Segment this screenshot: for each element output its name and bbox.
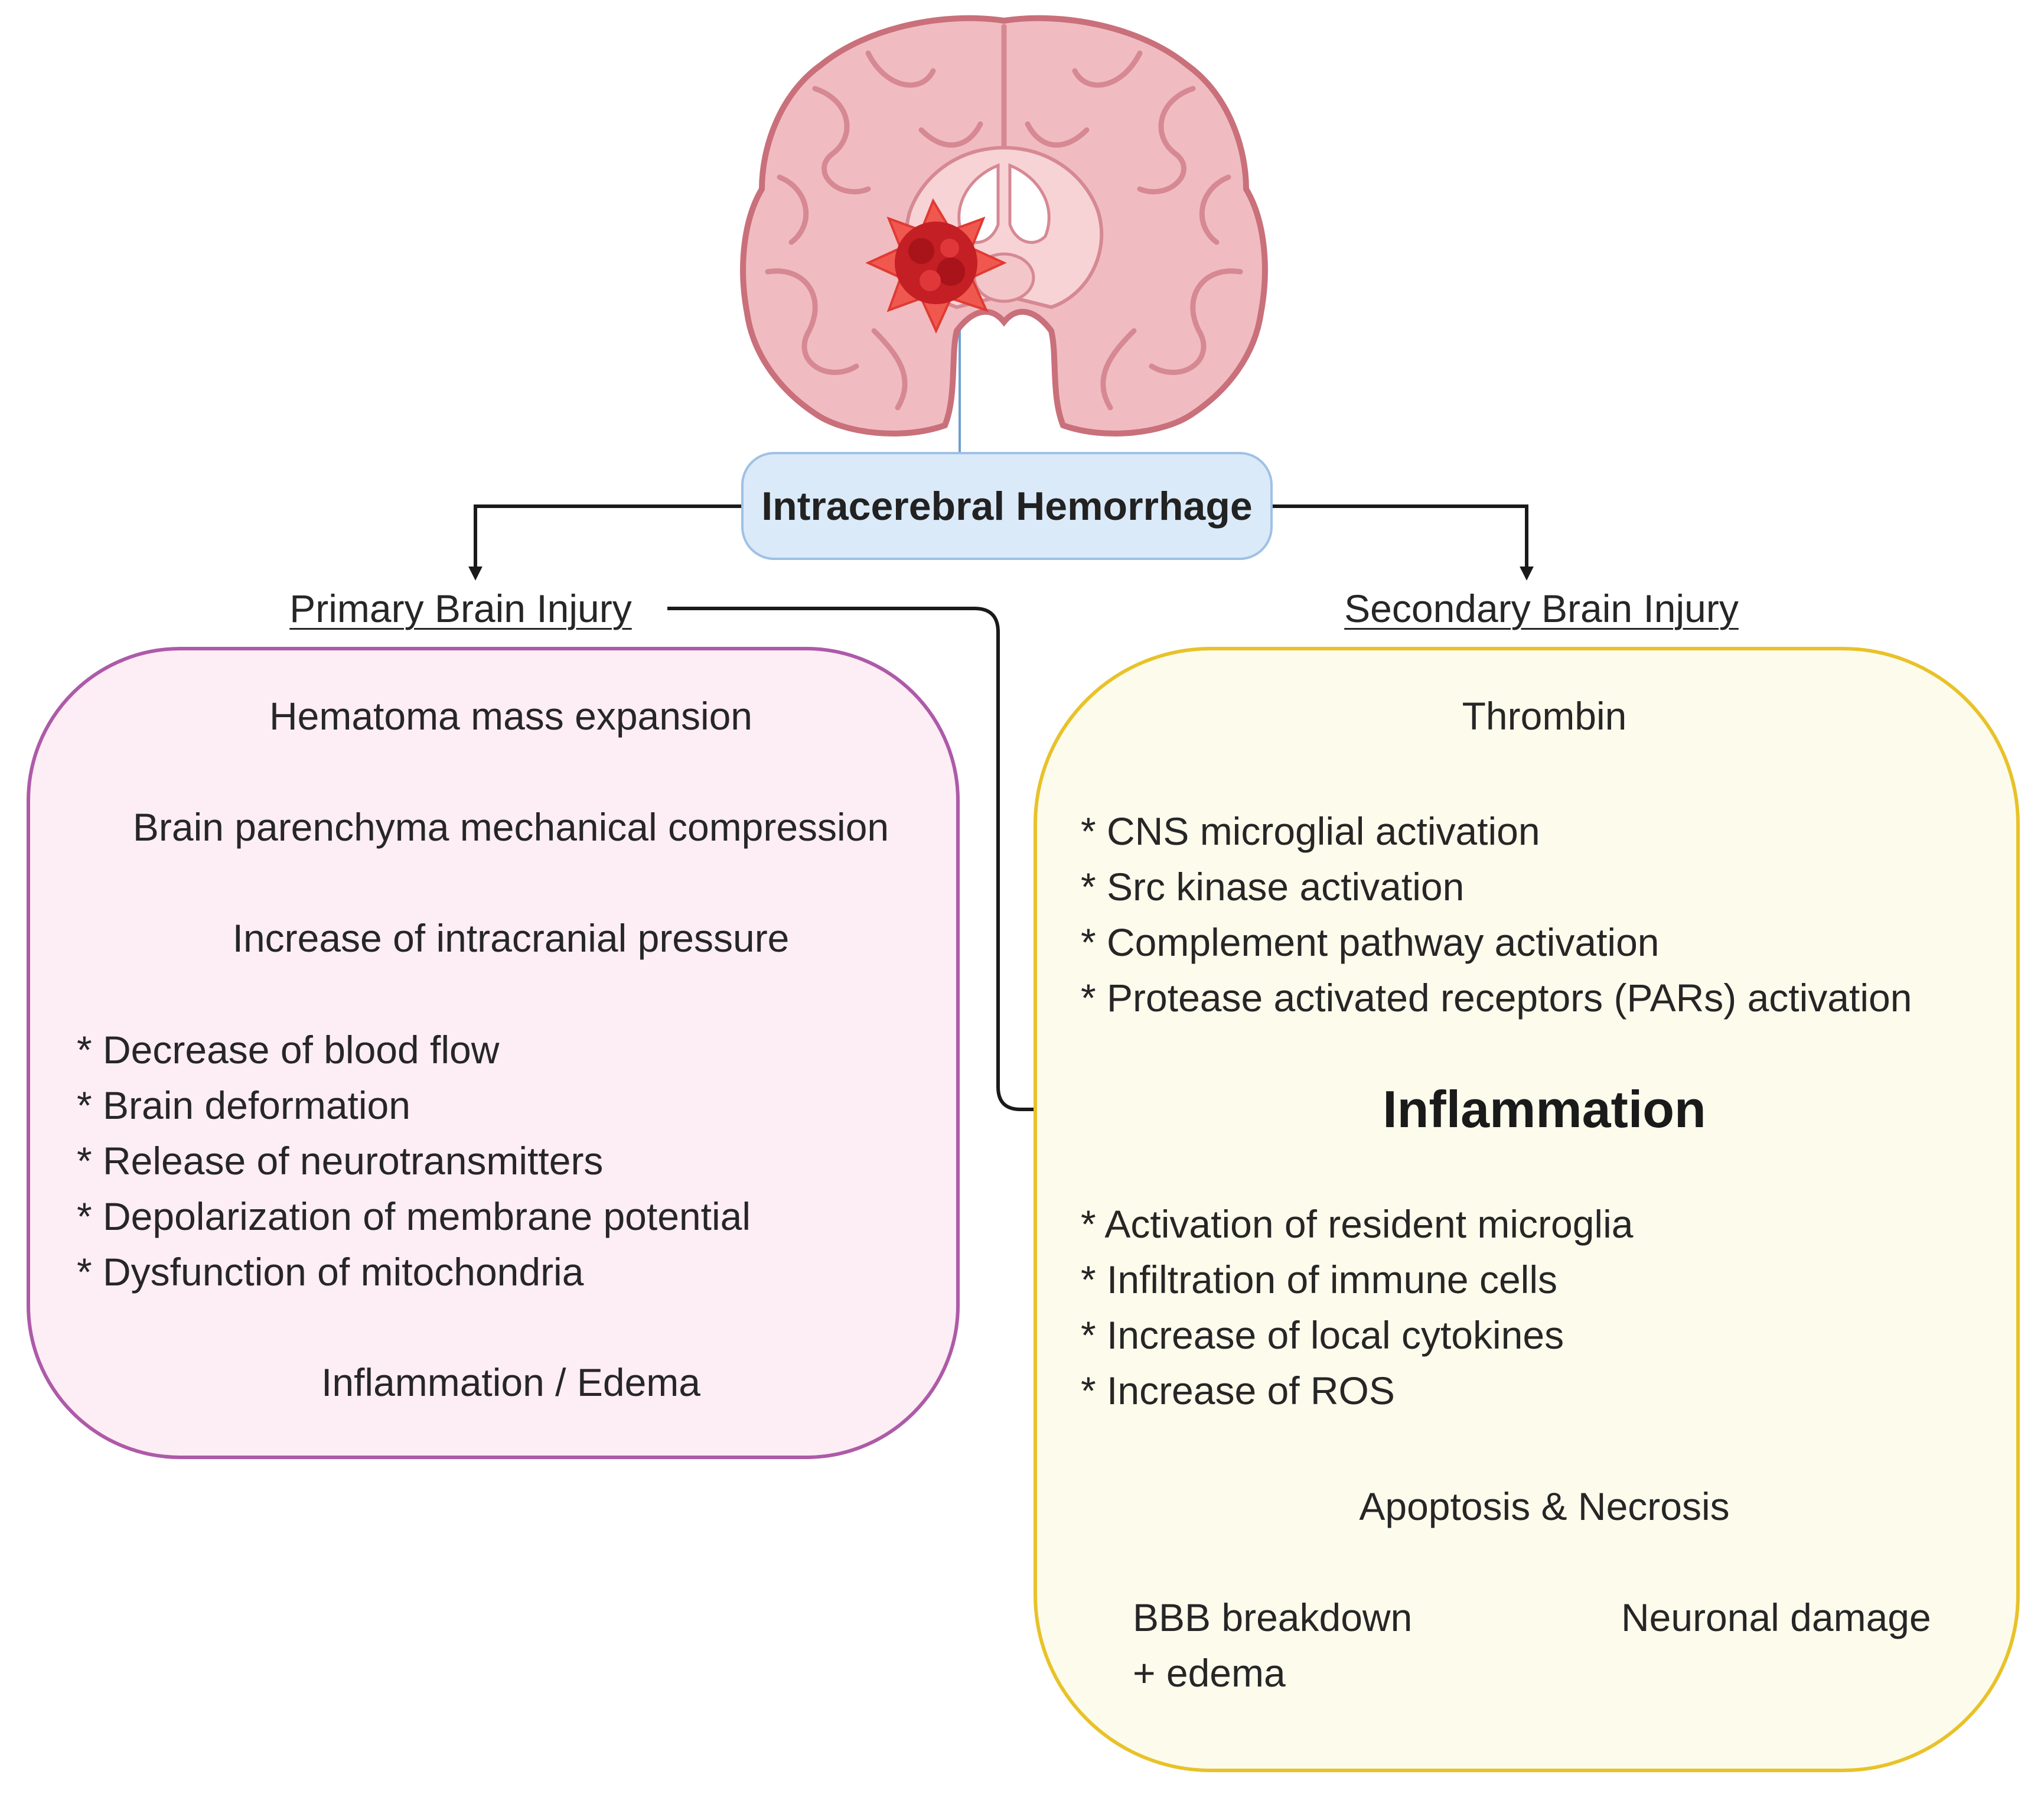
apoptosis-necrosis: Apoptosis & Necrosis <box>1359 1485 1730 1528</box>
secondary-activation: * Src kinase activation <box>1081 865 1465 909</box>
secondary-effect: * Increase of local cytokines <box>1081 1313 1564 1357</box>
bbb-edema: + edema <box>1133 1651 1286 1695</box>
brain-fold <box>871 328 908 411</box>
brain-ventricle <box>1008 163 1051 244</box>
connector-primary-to-inflammation <box>667 607 1356 1116</box>
primary-bullet: * Release of neurotransmitters <box>77 1139 604 1183</box>
secondary-activation: * Complement pathway activation <box>1081 920 1660 964</box>
primary-step-2: Brain parenchyma mechanical compression <box>132 805 889 849</box>
primary-bullet: * Depolarization of membrane potential <box>77 1194 751 1238</box>
brain-fold <box>1199 174 1231 245</box>
neuronal-damage: Neuronal damage <box>1621 1596 1931 1639</box>
brain-fold <box>1100 328 1137 411</box>
hemorrhage-clot <box>920 270 941 291</box>
connector-ich-to-secondary <box>1273 504 1534 581</box>
secondary-activation: * CNS microglial activation <box>1081 809 1540 853</box>
secondary-effect: * Increase of ROS <box>1081 1369 1395 1412</box>
connector-ich-to-primary <box>468 504 741 581</box>
primary-outcome: Inflammation / Edema <box>321 1360 700 1404</box>
brain-fold <box>918 121 983 148</box>
secondary-trigger: Thrombin <box>1462 694 1627 738</box>
brain-fold <box>812 86 871 195</box>
bbb-breakdown: BBB breakdown <box>1133 1596 1413 1639</box>
ich-box: Intracerebral Hemorrhage <box>741 452 1273 560</box>
hemorrhage-clot <box>940 239 959 258</box>
secondary-heading: Secondary Brain Injury <box>1344 587 1739 630</box>
primary-injury-box <box>27 647 960 1459</box>
secondary-effect: * Infiltration of immune cells <box>1081 1258 1557 1301</box>
brain-fold <box>1072 50 1143 88</box>
hemorrhage-clot <box>908 238 934 264</box>
brain-fold <box>1149 268 1243 375</box>
hemorrhage-clot <box>937 258 965 286</box>
primary-heading: Primary Brain Injury <box>289 587 632 630</box>
primary-step-1: Hematoma mass expansion <box>269 694 753 738</box>
inflammation-node: Inflammation <box>1383 1080 1706 1138</box>
secondary-effect: * Activation of resident microglia <box>1081 1202 1634 1246</box>
primary-bullet: * Dysfunction of mitochondria <box>77 1250 584 1294</box>
brain-fold <box>777 174 809 245</box>
hemorrhage-clot <box>895 222 977 304</box>
brain-fold <box>765 268 859 375</box>
secondary-activation: * Protease activated receptors (PARs) ac… <box>1081 976 1912 1020</box>
primary-bullet: * Decrease of blood flow <box>77 1028 500 1072</box>
primary-step-3: Increase of intracranial pressure <box>232 916 790 960</box>
brain-fold <box>1137 86 1196 195</box>
brain-fold <box>865 50 936 88</box>
brain-fold <box>1025 121 1090 148</box>
primary-bullet: * Brain deformation <box>77 1083 410 1127</box>
ich-title: Intracerebral Hemorrhage <box>761 483 1253 529</box>
secondary-injury-box <box>1034 647 2020 1772</box>
